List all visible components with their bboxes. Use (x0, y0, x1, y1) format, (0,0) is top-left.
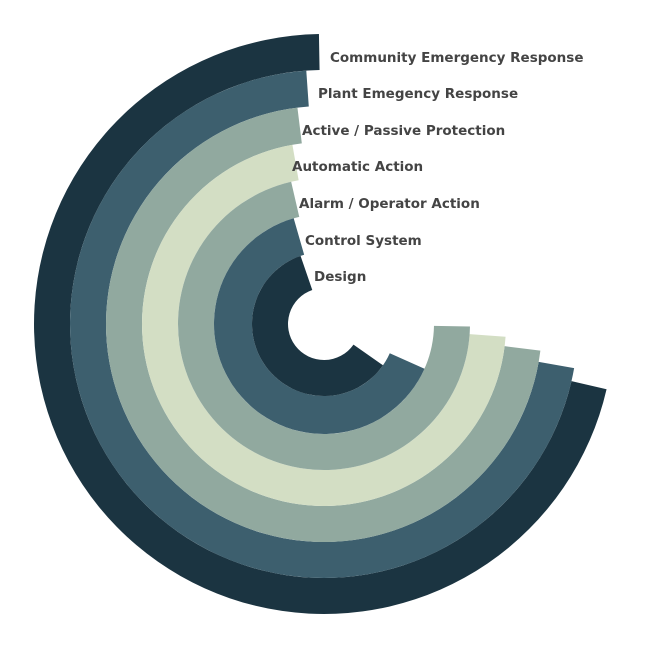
label-community-emergency-response: Community Emergency Response (330, 50, 583, 66)
label-control-system: Control System (305, 233, 422, 249)
label-active-passive-protection: Active / Passive Protection (302, 123, 505, 139)
rings-group (34, 34, 607, 614)
label-plant-emegency-response: Plant Emegency Response (318, 86, 518, 102)
label-automatic-action: Automatic Action (292, 159, 423, 175)
ring-design (252, 255, 383, 396)
label-alarm-operator-action: Alarm / Operator Action (299, 196, 480, 212)
label-design: Design (314, 269, 366, 285)
ring-control-system (214, 218, 425, 434)
